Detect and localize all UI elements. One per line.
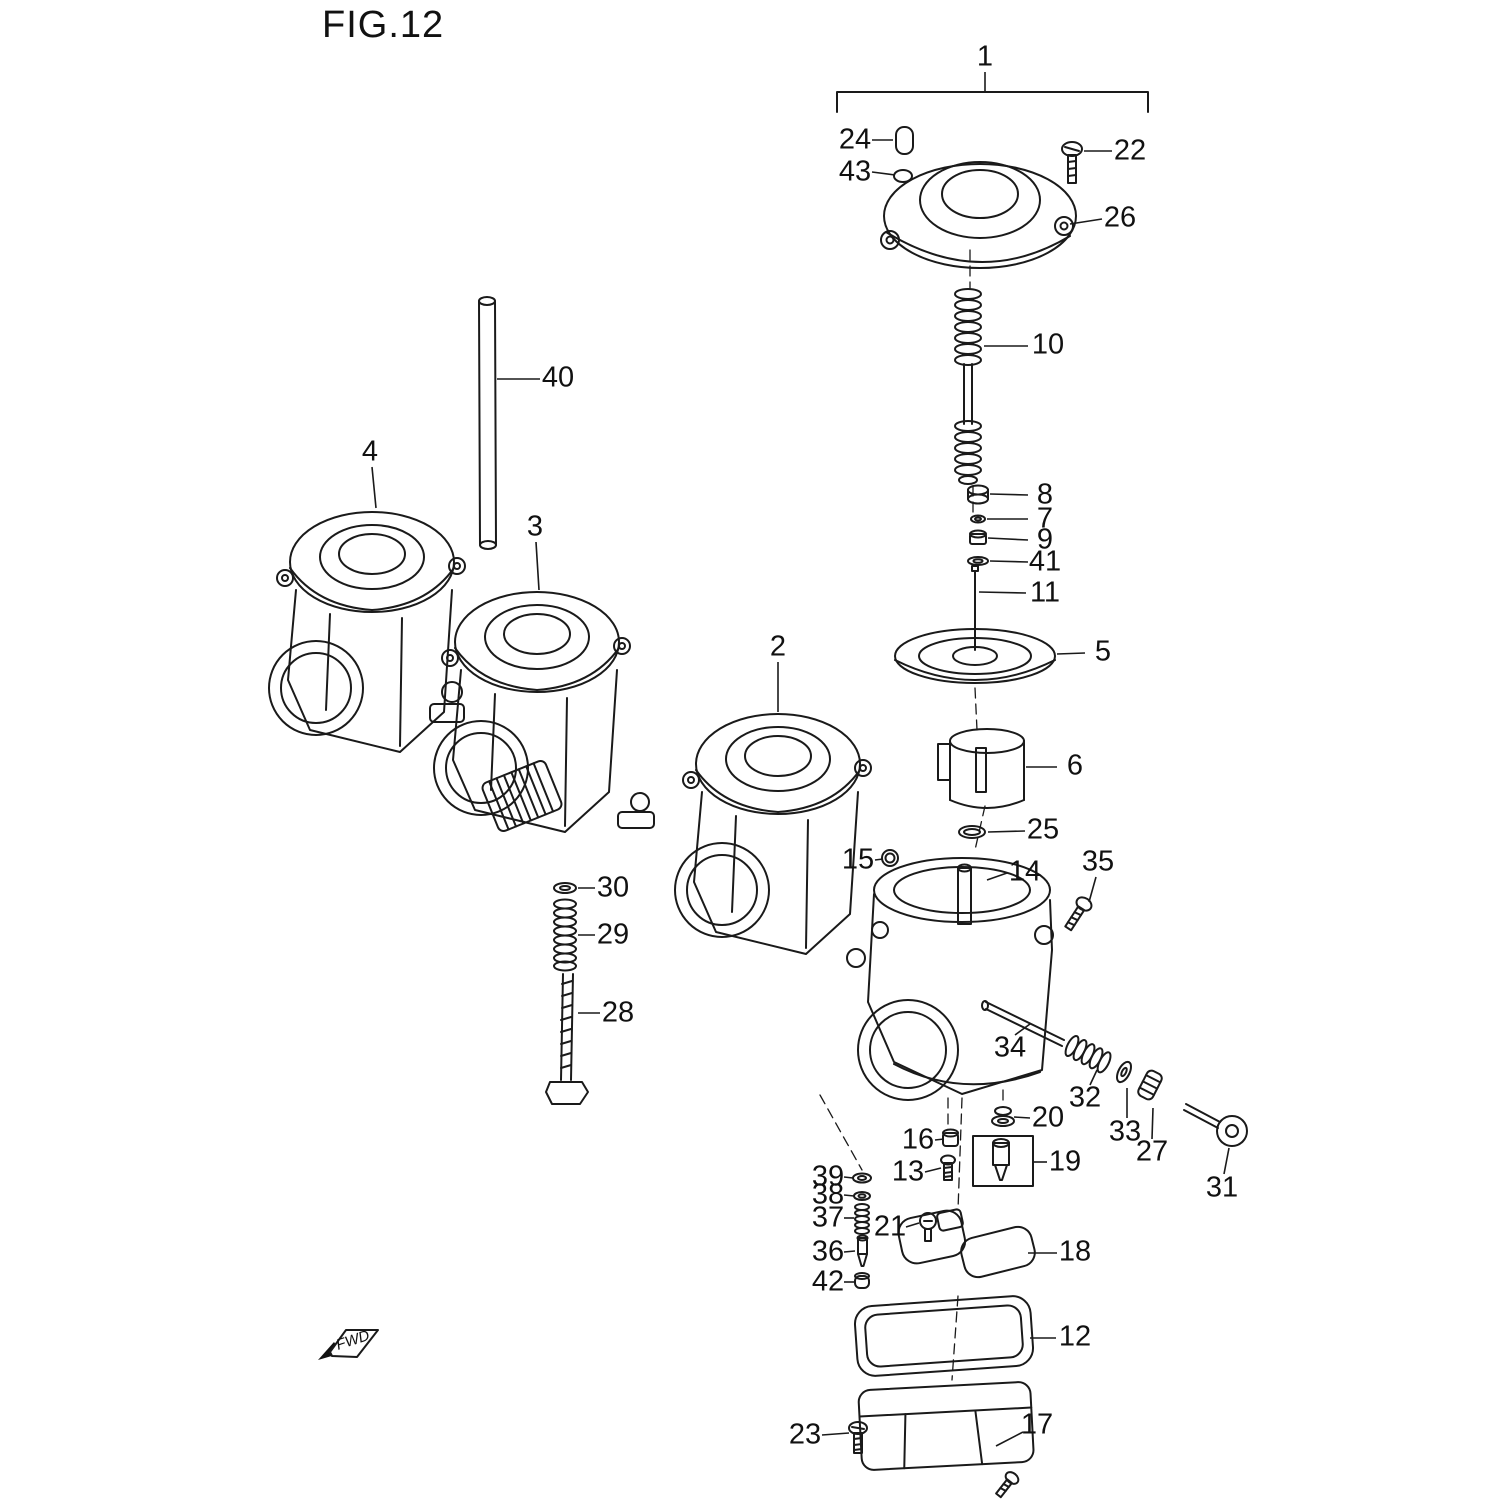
leader-line-14 [986, 872, 1008, 881]
leader-line-21 [905, 1222, 920, 1228]
float-bowl-17 [857, 1381, 1035, 1471]
leader-line-43 [871, 171, 896, 176]
ribbed-joint [481, 759, 563, 833]
jet-needle-11 [971, 565, 979, 651]
float-18 [897, 1208, 1036, 1279]
idle-adjuster-31 [1183, 1103, 1248, 1147]
spring-37 [854, 1203, 870, 1235]
leader-line-35 [1088, 876, 1097, 903]
leader-line-9 [987, 537, 1029, 541]
leader-line-15 [874, 858, 884, 861]
bowl-gasket-12 [853, 1295, 1035, 1377]
cover-screw-22 [1061, 141, 1083, 184]
leader-line-38 [843, 1194, 855, 1197]
leader-line-41 [989, 560, 1029, 563]
fwd-direction-marker: FWD [318, 1327, 379, 1360]
center-lines [819, 249, 1004, 1381]
vacuum-piston-6 [937, 728, 1025, 809]
leader-line-17 [995, 1431, 1024, 1447]
drain-screw [995, 1471, 1020, 1499]
leader-line-27 [1151, 1107, 1154, 1140]
leader-line-13 [924, 1167, 942, 1173]
diaphragm-cover-26 [880, 161, 1077, 269]
needle-jet-36 [856, 1234, 869, 1267]
o-ring-25 [958, 825, 986, 839]
diaphragm-5 [894, 628, 1056, 684]
leader-line-36 [843, 1250, 856, 1253]
o-ring-20 [991, 1106, 1015, 1127]
figure-title: FIG.12 [322, 4, 445, 46]
leader-line-8 [989, 493, 1029, 496]
washer-7 [970, 514, 986, 524]
leader-line-26 [1069, 218, 1103, 225]
leader-line-16 [934, 1138, 945, 1141]
linkage-details [429, 681, 866, 968]
mount-bolt-28 [545, 973, 589, 1105]
float-valve-19 [972, 1135, 1034, 1187]
spring-seat-8 [967, 484, 989, 505]
piston-spring-10 [954, 288, 982, 485]
spring-29 [553, 898, 577, 972]
leader-line-32 [1089, 1069, 1098, 1086]
cap-part-24 [895, 126, 914, 155]
leader-line-23 [821, 1432, 850, 1436]
carburetor-body-1 [857, 857, 1054, 1101]
seal-part-43 [893, 169, 913, 183]
spacer-9 [969, 529, 987, 545]
assembly-bracket [836, 91, 1149, 113]
washer-33 [1116, 1060, 1132, 1084]
leader-line-34 [1014, 1023, 1031, 1036]
spring-32 [1064, 1034, 1112, 1074]
leader-line-11 [978, 591, 1027, 594]
screw-35 [1064, 896, 1093, 932]
pilot-screw-13 [940, 1154, 956, 1181]
leader-line-25 [987, 830, 1026, 833]
leader-line-20 [1013, 1116, 1031, 1119]
o-ring-15 [881, 849, 899, 867]
hinge-screw-21 [919, 1212, 937, 1242]
leader-line-3 [535, 541, 540, 591]
leader-line-4 [371, 466, 377, 509]
leader-line-31 [1223, 1147, 1230, 1175]
knob-27 [1137, 1069, 1163, 1101]
bowl-screw-23 [848, 1421, 868, 1454]
leader-line-39 [843, 1176, 854, 1179]
vent-tube-40 [478, 296, 497, 550]
leader-line-5 [1056, 652, 1086, 655]
washer-30 [553, 882, 577, 894]
